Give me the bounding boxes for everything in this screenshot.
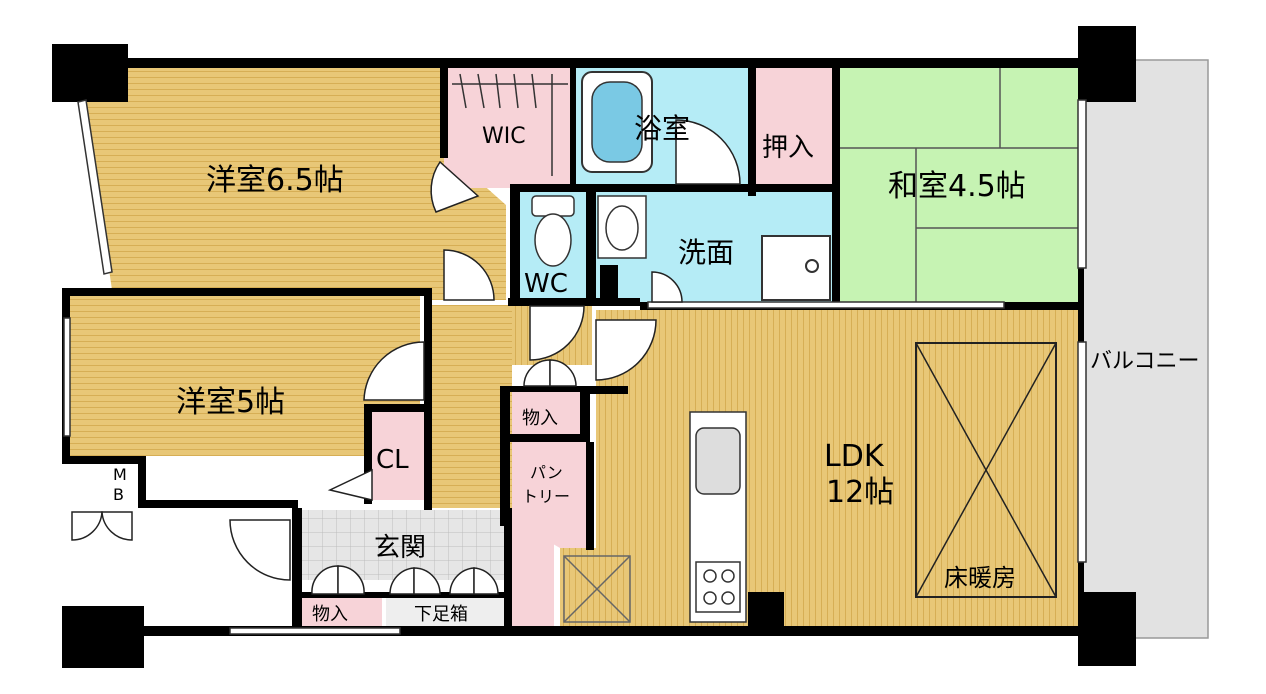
label-wc: WC — [524, 269, 568, 299]
label-mb-2: B — [113, 485, 124, 504]
label-shoebox: 下足箱 — [414, 604, 468, 625]
label-japanese: 和室4.5帖 — [888, 169, 1026, 204]
room-wic — [444, 68, 572, 188]
label-entrance: 玄関 — [374, 533, 426, 563]
shoebox-base — [386, 598, 504, 628]
room-ldk — [596, 310, 1080, 628]
label-wic: WIC — [482, 124, 526, 149]
label-ldk: LDK — [824, 439, 885, 474]
room-labels: 洋室6.5帖 WIC 浴室 押入 和室4.5帖 WC 洗面 洋室5帖 物入 パン… — [113, 112, 1200, 625]
label-floor-heating: 床暖房 — [944, 564, 1016, 592]
room-japanese — [840, 68, 1078, 305]
bathtub — [581, 71, 653, 173]
label-storage-1: 物入 — [522, 408, 558, 429]
room-western-5 — [68, 296, 420, 456]
label-washroom: 洗面 — [678, 236, 734, 269]
corridor — [430, 305, 512, 508]
wic-hanger-rod — [452, 73, 568, 176]
label-pantry-2: トリー — [522, 487, 570, 506]
balcony-area — [1081, 59, 1209, 639]
label-western-5: 洋室5帖 — [176, 385, 285, 420]
kitchen-counter — [689, 411, 747, 623]
refrigerator-space — [563, 555, 631, 623]
floor-heating-zone — [915, 342, 1057, 598]
room-storage-1 — [512, 390, 580, 434]
wash-basin — [597, 195, 647, 259]
room-storage-2 — [300, 598, 382, 628]
label-ldk-size: 12帖 — [826, 475, 894, 510]
room-western-6-5 — [80, 68, 506, 300]
room-mb — [68, 458, 144, 504]
label-balcony: バルコニー — [1090, 349, 1200, 374]
label-bath: 浴室 — [634, 112, 690, 145]
toilet — [531, 195, 575, 267]
label-pantry-1: パン — [530, 463, 563, 482]
label-storage-2: 物入 — [312, 604, 348, 625]
label-western-6-5: 洋室6.5帖 — [206, 163, 344, 198]
room-cl — [372, 412, 424, 500]
tatami-lines — [840, 68, 1078, 305]
washer-pan — [761, 235, 831, 301]
entrance-step — [506, 520, 554, 628]
windows — [63, 99, 1087, 635]
kitchen-floor — [560, 548, 600, 628]
label-cl: CL — [376, 445, 409, 475]
door-swings — [71, 119, 741, 595]
label-oshiire: 押入 — [762, 133, 814, 163]
label-mb-1: M — [113, 465, 127, 484]
